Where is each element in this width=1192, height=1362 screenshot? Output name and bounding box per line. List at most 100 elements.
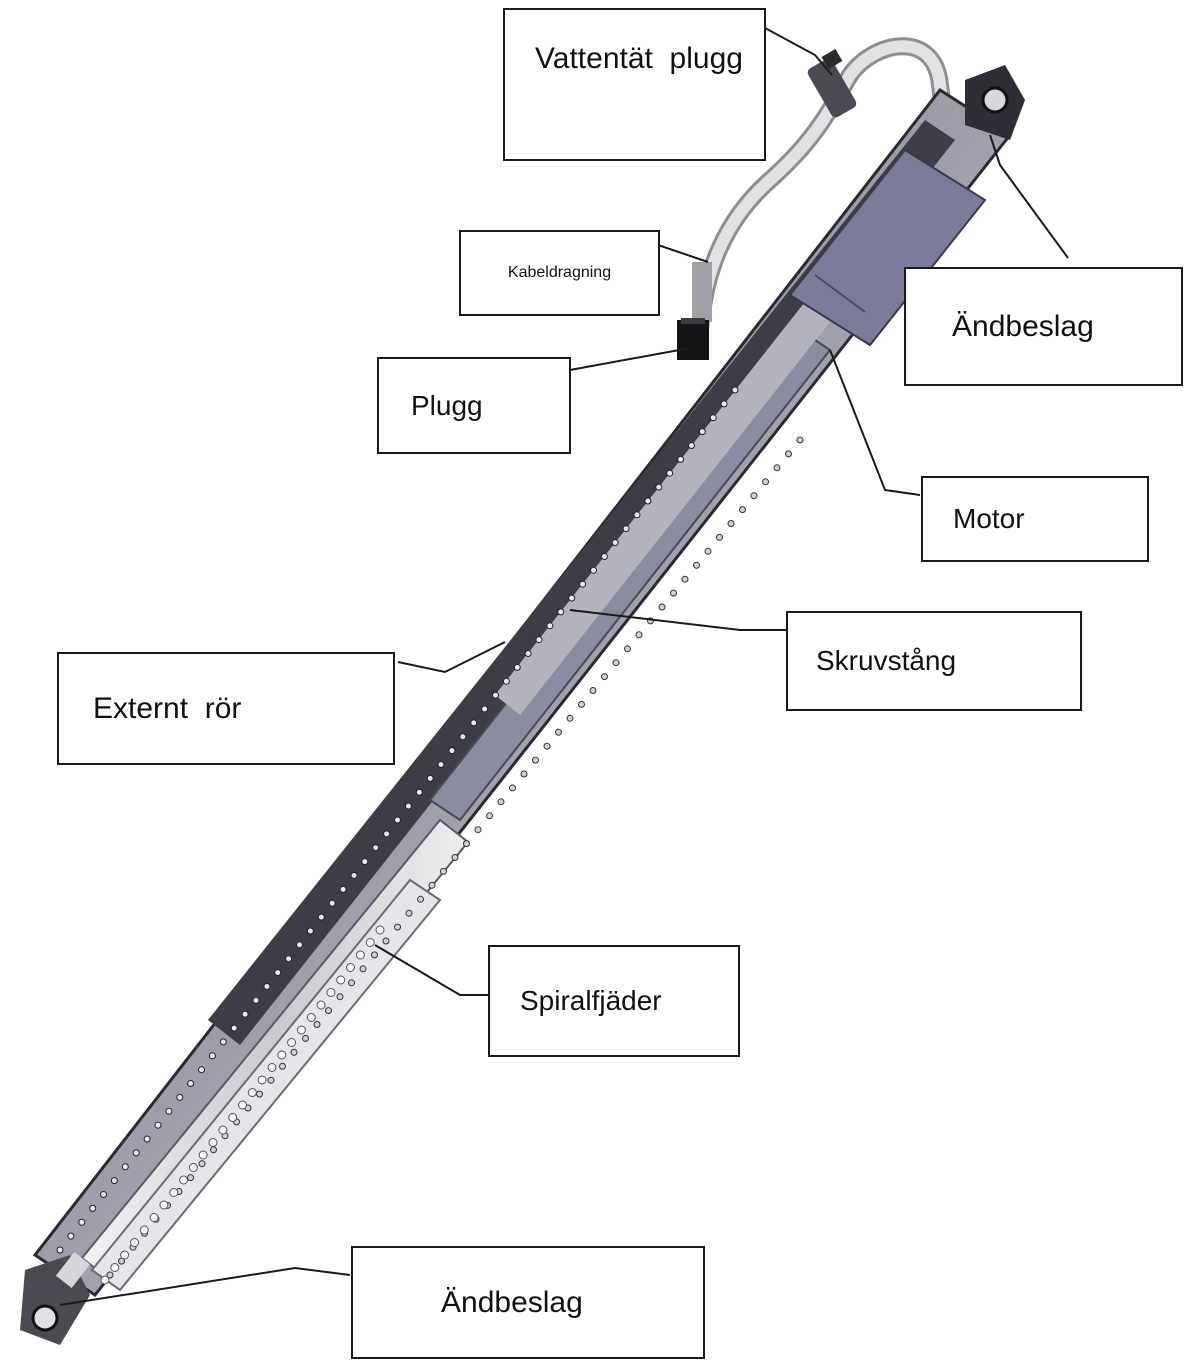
leader-end-fitting-top [989, 134, 1069, 259]
spring-coil-mark [316, 1000, 326, 1010]
tube-hole-dot [448, 747, 456, 755]
tube-hole-dot [285, 955, 293, 963]
tube-hole-dot [198, 1066, 205, 1074]
callout-cabling-text: Kabeldragning [507, 264, 612, 281]
tube-hole-dot [750, 492, 758, 500]
tube-hole-dot [306, 927, 314, 935]
tube-hole-dot [601, 673, 608, 681]
tube-hole-dot [382, 937, 390, 945]
tube-hole-dot [502, 677, 510, 685]
spring-coil-marks [100, 925, 385, 1285]
tube-hole-dot [296, 941, 303, 949]
tube-hole-dot [279, 1062, 286, 1070]
tube-hole-dot [543, 742, 551, 750]
tube-hole-dot [89, 1204, 97, 1212]
spring-coil-mark [188, 1163, 198, 1172]
tube-hole-dot [274, 969, 282, 977]
spring-coil-mark [277, 1050, 287, 1060]
tube-hole-dot [371, 951, 378, 959]
tube-hole-dot [165, 1107, 173, 1115]
tube-hole-dot [187, 1080, 195, 1087]
spring-coil-mark [169, 1188, 179, 1197]
tube-hole-dot [731, 386, 739, 394]
tube-hole-dot [440, 867, 447, 875]
tube-hole-dot [404, 802, 412, 810]
callout-external-tube: Externt rör [57, 652, 395, 765]
spring-coil-mark [287, 1038, 297, 1047]
leader-cabling [657, 244, 709, 263]
tube-hole-dot [100, 1191, 107, 1198]
callout-plug-text: Plugg [411, 389, 483, 421]
spring-coil-mark [218, 1125, 228, 1135]
callout-plug: Plugg [377, 357, 571, 454]
tube-hole-dot [325, 1007, 332, 1015]
tube-hole-dot [230, 1024, 238, 1032]
tube-hole-dot [290, 1048, 298, 1056]
spring-coil-mark [110, 1263, 120, 1272]
tube-hole-dot [579, 580, 587, 588]
tube-hole-dot [348, 979, 355, 987]
spring-coil-mark [179, 1175, 189, 1185]
tube-hole-dot [716, 533, 723, 541]
callout-screw-rod-text: Skruvstång [816, 645, 957, 676]
tube-hole-dot [110, 1177, 118, 1185]
tube-hole-dot [463, 840, 470, 848]
tube-hole-dot [635, 631, 643, 639]
tube-hole-dot [359, 965, 367, 973]
tube-hole-dot [520, 770, 528, 778]
tube-hole-dot [557, 608, 565, 616]
spring-coil-mark [149, 1213, 159, 1222]
tube-hole-dot [132, 1149, 140, 1157]
tube-hole-dot [426, 774, 434, 782]
motor-part [788, 148, 987, 347]
tube-hole-dot [328, 899, 336, 907]
tube-hole-dot [535, 636, 543, 644]
tube-hole-dot [481, 705, 489, 713]
callout-waterproof-plug: Vattentät plugg [503, 8, 766, 161]
spring-coil-mark [238, 1100, 247, 1110]
tube-hole-dot [633, 511, 641, 519]
tube-hole-dot [509, 784, 516, 792]
leader-lines [59, 27, 1069, 1306]
tube-hole-dot [394, 816, 401, 824]
tube-hole-dot [546, 622, 554, 630]
tube-hole-dot [241, 1010, 249, 1018]
callout-spiral-spring: Spiralfjäder [488, 945, 740, 1057]
tube-hole-dot [492, 691, 499, 699]
tube-hole-dot [394, 923, 401, 931]
tube-hole-dot [677, 455, 685, 463]
tube-hole-dot [739, 506, 746, 514]
tube-hole-dot [256, 1090, 263, 1098]
tube-hole-dot [568, 594, 576, 602]
tube-hole-dot [121, 1163, 129, 1171]
callout-end-fitting-bottom-text: Ändbeslag [441, 1285, 583, 1319]
tube-hole-dot [762, 478, 769, 486]
spring-coil-mark [130, 1238, 139, 1247]
tube-hole-dot [336, 993, 344, 1001]
spring-coil-mark [198, 1150, 208, 1160]
leader-waterproof-plug [764, 27, 833, 76]
tube-hole-dot [611, 539, 619, 547]
callout-screw-rod: Skruvstång [786, 611, 1082, 711]
tube-hole-dot [486, 812, 493, 820]
tube-hole-dot [198, 1160, 206, 1168]
spring-coil-mark [267, 1063, 277, 1072]
tube-hole-dot [666, 469, 674, 477]
tube-hole-dot [693, 561, 700, 569]
tube-hole-dot [470, 719, 478, 727]
tube-hole-dot [513, 663, 521, 671]
leader-plug [569, 347, 691, 371]
spring-coil-mark [296, 1025, 306, 1035]
tube-hole-dot [600, 553, 608, 560]
tube-hole-dot [78, 1218, 86, 1226]
tube-hole-dot [339, 885, 347, 893]
tube-hole-dot [219, 1038, 227, 1046]
callout-motor: Motor [921, 476, 1149, 562]
tube-hole-dot [317, 913, 325, 921]
tube-hole-dot [720, 400, 728, 408]
tube-hole-dot [372, 844, 380, 852]
spring-coil-mark [346, 963, 355, 972]
tube-hole-dot [210, 1146, 217, 1154]
leader-external-tube [397, 641, 506, 674]
tube-hole-dot [451, 854, 459, 861]
